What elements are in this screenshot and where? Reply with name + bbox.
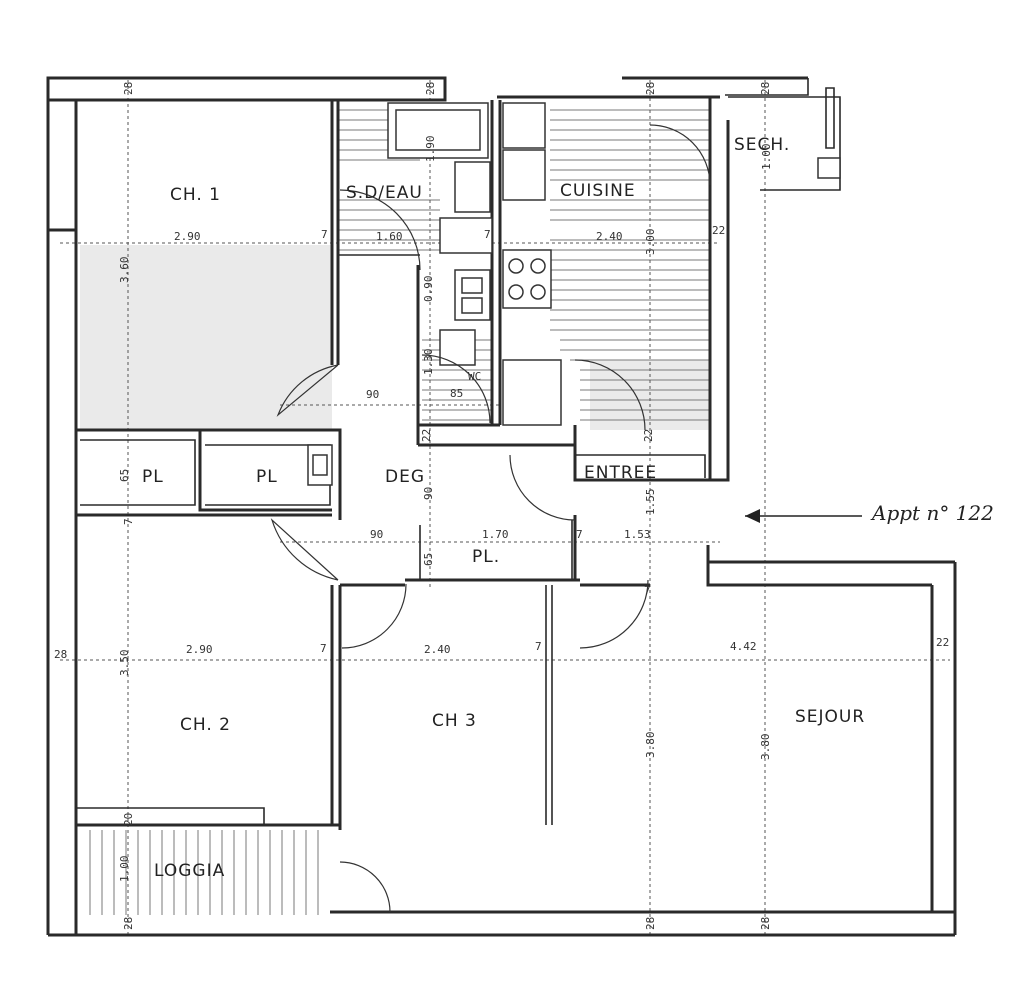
label-sech: SECH.: [734, 135, 790, 155]
dim-pl-left: 65: [118, 469, 131, 482]
dim-ch2-height: 3.50: [118, 650, 131, 677]
label-wc: WC: [468, 370, 481, 383]
dim-wall-28-sech: 28: [644, 82, 657, 95]
dim-cuisine-height: 3.00: [644, 229, 657, 256]
label-cuisine: CUISINE: [560, 181, 636, 201]
hatch-sdeau: [338, 109, 440, 251]
dim-ch1-height: 3.60: [118, 257, 131, 284]
dim-ch3-height: 3.80: [644, 732, 657, 759]
dim-wall-7-f: 7: [320, 642, 327, 655]
door-sejour: [579, 579, 649, 649]
label-entree: ENTREE: [584, 463, 657, 483]
dim-deg-width-top: 90: [366, 388, 379, 401]
dim-sejour-width: 4.42: [730, 640, 757, 653]
dim-wall-22-a: 22: [712, 224, 725, 237]
label-sdeau: S.D/EAU: [346, 183, 423, 203]
label-deg: DEG: [385, 467, 425, 487]
dim-wall-22-c: 22: [642, 429, 655, 442]
dim-entree-width: 1.53: [624, 528, 651, 541]
dim-sdeau-height: 1.90: [424, 136, 437, 163]
dim-wall-22-d: 22: [936, 636, 949, 649]
walls: [46, 76, 957, 937]
door-ch2: [270, 518, 339, 581]
dim-sdeau-width: 1.60: [376, 230, 403, 243]
label-ch1: CH. 1: [170, 185, 221, 205]
toilet-icon: [439, 329, 476, 366]
dim-entree-depth: 1.55: [644, 489, 657, 516]
label-pl-mid: PL: [256, 467, 278, 487]
label-sejour: SEJOUR: [795, 707, 865, 727]
fixtures: [307, 102, 562, 486]
doors: [270, 124, 711, 913]
apartment-number-note: Appt n° 122: [870, 501, 994, 525]
dim-sech-depth: 1.00: [760, 144, 773, 171]
dim-wall-28-sech2: 28: [759, 82, 772, 95]
dim-deg-width-bottom: 90: [370, 528, 383, 541]
dim-pl-bottom-h: 65: [422, 553, 435, 566]
dim-cuisine-width: 2.40: [596, 230, 623, 243]
floor-texture: [80, 245, 710, 430]
dim-wc-width: 0.90: [422, 276, 435, 303]
entry-arrow-icon: [745, 509, 862, 523]
dim-wall-22-b: 22: [420, 429, 433, 442]
dim-wall-28-top: 28: [122, 82, 135, 95]
dim-deg-vertical: 90: [422, 487, 435, 500]
room-labels: CH. 1 S.D/EAU CUISINE SECH. PL PL DEG EN…: [142, 135, 865, 881]
dim-wall-28-bottom3: 28: [759, 917, 772, 930]
stove-icon: [502, 249, 552, 309]
dim-wall-28-bottom2: 28: [644, 917, 657, 930]
dim-ch3-width: 2.40: [424, 643, 451, 656]
dim-wall-7-c: 7: [122, 518, 135, 525]
dim-wall-7-a: 7: [321, 228, 328, 241]
dim-wc-depth: 1.30: [422, 349, 435, 376]
dim-wc-85: 85: [450, 387, 463, 400]
dim-wall-28-bottom: 28: [122, 917, 135, 930]
label-ch3: CH 3: [432, 711, 477, 731]
sink-icon: [454, 161, 491, 213]
dim-sejour-height: 3.80: [759, 734, 772, 761]
door-sdeau: [339, 189, 421, 271]
door-wc: [421, 354, 491, 424]
door-ch1: [276, 364, 339, 417]
dim-ch1-width: 2.90: [174, 230, 201, 243]
dim-wall-28-left: 28: [54, 648, 67, 661]
dim-wall-7-b: 7: [484, 228, 491, 241]
dim-wall-7-d: 7: [576, 528, 583, 541]
dim-wall-20-loggia: 20: [122, 813, 135, 826]
label-ch2: CH. 2: [180, 715, 231, 735]
door-cuisine: [574, 359, 646, 431]
dim-loggia-depth: 1.00: [118, 856, 131, 883]
label-pl-bottom: PL.: [472, 547, 500, 567]
door-ch3: [341, 583, 407, 649]
hatch-loggia: [89, 830, 319, 915]
dim-wall-7-e: 7: [644, 584, 651, 597]
dim-wall-7-g: 7: [535, 640, 542, 653]
hatch-cuisine: [550, 109, 710, 421]
dimension-labels: 2.90 3.60 1.60 1.90 2.40 3.00 1.00 0.90 …: [54, 82, 949, 930]
label-loggia: LOGGIA: [154, 861, 225, 881]
water-heater-icon: [454, 269, 491, 321]
door-entree: [509, 454, 576, 521]
dim-wall-28-top2: 28: [424, 82, 437, 95]
dim-ch2-width: 2.90: [186, 643, 213, 656]
dimension-lines: [60, 80, 950, 935]
label-pl-left: PL: [142, 467, 164, 487]
door-loggia: [339, 861, 391, 913]
dim-pl-bottom-w: 1.70: [482, 528, 509, 541]
door-sech: [649, 124, 711, 186]
